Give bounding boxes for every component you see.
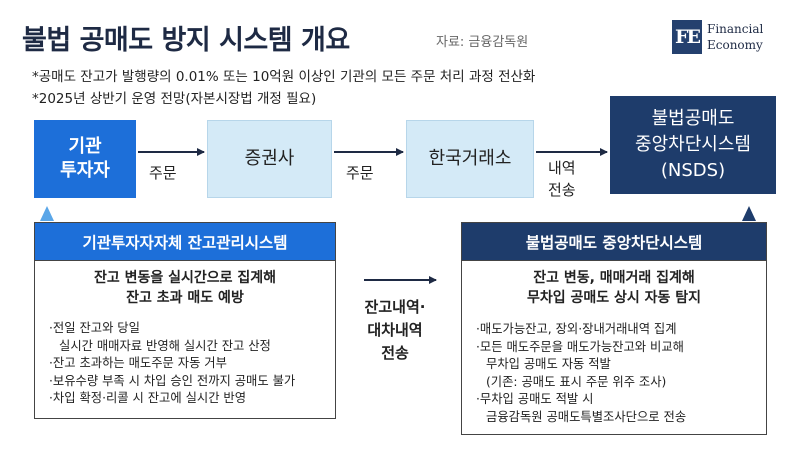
nsds-line-3: (NSDS) (660, 160, 726, 181)
list-item: (기존: 공매도 표시 주문 위주 조사) (486, 374, 667, 389)
exchange-box: 한국거래소 (406, 120, 534, 198)
list-item: 금융감독원 공매도특별조사단으로 전송 (486, 409, 687, 424)
middle-line-3: 전송 (381, 344, 409, 362)
triangle-up-right-icon (742, 206, 756, 221)
label-transfer-line-1: 내역 (548, 159, 576, 177)
middle-line-2: 대차내역 (367, 321, 423, 339)
left-summary-line-2: 잔고 초과 매도 예방 (126, 290, 244, 306)
list-item: ·차입 확정·리콜 시 잔고에 실시간 반영 (49, 391, 247, 405)
list-item: 실시간 매매자료 반영해 실시간 잔고 산정 (59, 338, 271, 353)
left-summary-line-1: 잔고 변동을 실시간으로 집계해 (93, 270, 277, 286)
middle-transfer-label: 잔고내역· 대차내역 전송 (352, 296, 438, 365)
right-panel: 불법공매도 중앙차단시스템 잔고 변동, 매매거래 집계해 무차입 공매도 상시… (461, 222, 767, 435)
triangle-up-left-icon (40, 206, 54, 221)
list-item: ·모든 매도주문을 매도가능잔고와 비교해 (476, 339, 684, 354)
institution-line-1: 기관 (68, 136, 102, 157)
institution-line-2: 투자자 (60, 160, 110, 181)
right-summary-line-2: 무차입 공매도 상시 자동 탐지 (526, 290, 702, 306)
nsds-box: 불법공매도 중앙차단시스템 (NSDS) (610, 96, 776, 194)
list-item: ·무차입 공매도 적발 시 (476, 392, 594, 406)
right-panel-title: 불법공매도 중앙차단시스템 (462, 223, 766, 261)
label-transfer: 내역 전송 (548, 157, 576, 201)
right-panel-list: ·매도가능잔고, 장외·장내거래내역 집계 ·모든 매도주문을 매도가능잔고와 … (476, 321, 686, 426)
logo-line-1: Financial (707, 22, 764, 36)
institution-box: 기관 투자자 (34, 120, 136, 198)
left-panel: 기관투자자자체 잔고관리시스템 잔고 변동을 실시간으로 집계해 잔고 초과 매… (34, 222, 336, 419)
list-item: ·보유수량 부족 시 차입 승인 전까지 공매도 불가 (49, 373, 296, 388)
label-order-2: 주문 (346, 164, 374, 182)
nsds-line-2: 중앙차단시스템 (635, 134, 751, 155)
page-title: 불법 공매도 방지 시스템 개요 (22, 25, 350, 56)
right-panel-summary: 잔고 변동, 매매거래 집계해 무차입 공매도 상시 자동 탐지 (462, 261, 766, 308)
logo-line-2: Economy (707, 38, 763, 52)
label-order-1: 주문 (149, 164, 177, 182)
securities-box: 증권사 (207, 120, 332, 198)
left-panel-title: 기관투자자자체 잔고관리시스템 (35, 223, 335, 261)
label-transfer-line-2: 전송 (548, 181, 576, 199)
logo-mark-icon: FE (672, 20, 702, 54)
note-2: *2025년 상반기 운영 전망(자본시장법 개정 필요) (32, 91, 317, 107)
note-1: *공매도 잔고가 발행량의 0.01% 또는 10억원 이상인 기관의 모든 주… (32, 69, 536, 85)
right-summary-line-1: 잔고 변동, 매매거래 집계해 (533, 270, 695, 286)
nsds-line-1: 불법공매도 (651, 108, 735, 129)
list-item: ·잔고 초과하는 매도주문 자동 거부 (49, 356, 227, 370)
source-label: 자료: 금융감독원 (436, 35, 529, 50)
logo-text: Financial Economy (707, 21, 763, 53)
list-item: ·전일 잔고와 당일 (49, 321, 140, 335)
list-item: 무차입 공매도 자동 적발 (486, 357, 611, 371)
list-item: ·매도가능잔고, 장외·장내거래내역 집계 (476, 322, 677, 336)
left-panel-summary: 잔고 변동을 실시간으로 집계해 잔고 초과 매도 예방 (35, 261, 335, 308)
left-panel-list: ·전일 잔고와 당일 실시간 매매자료 반영해 실시간 잔고 산정 ·잔고 초과… (49, 320, 295, 408)
middle-line-1: 잔고내역· (364, 298, 426, 316)
logo: FE Financial Economy (672, 20, 782, 56)
